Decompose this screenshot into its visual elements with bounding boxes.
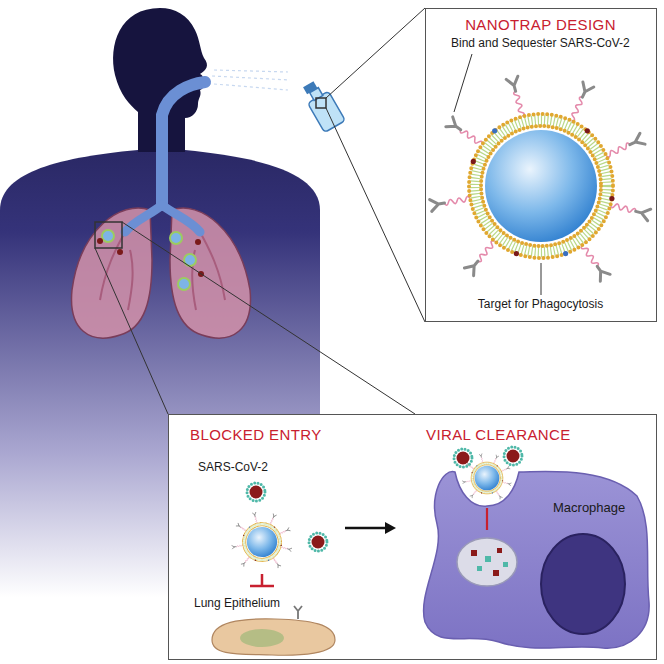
nanotraps-in-lung	[97, 230, 204, 290]
design-panel: NANOTRAP DESIGN Bind and Sequester SARS-C…	[425, 8, 657, 322]
macrophage-cell: Macrophage	[415, 444, 653, 656]
tissue-label: Lung Epithelium	[194, 596, 280, 610]
macrophage-cell	[424, 447, 650, 648]
nanotrap-large	[430, 54, 651, 295]
phagocytosis-label: Target for Phagocytosis	[426, 297, 655, 311]
cell-label: Macrophage	[553, 500, 625, 516]
scene-heading: BLOCKED ENTRY	[190, 426, 322, 444]
blocked-entry-scene	[212, 483, 335, 655]
virus-label: SARS-CoV-2	[198, 460, 268, 474]
panel-ground	[168, 414, 657, 660]
zoom-lines	[95, 8, 425, 414]
scene-panel: Macrophage BLOCKED ENTRY SARS-CoV-2Lung Ep…	[168, 414, 657, 660]
process-arrow	[345, 522, 396, 534]
panel-ground	[425, 8, 657, 322]
airway	[125, 82, 205, 232]
scene-heading: VIRAL CLEARANCE	[426, 426, 571, 444]
binding-label: Bind and Sequester SARS-CoV-2	[451, 36, 630, 50]
spray-bottle	[212, 70, 345, 133]
lungs	[72, 208, 251, 338]
panel-heading: NANOTRAP DESIGN	[426, 16, 655, 34]
